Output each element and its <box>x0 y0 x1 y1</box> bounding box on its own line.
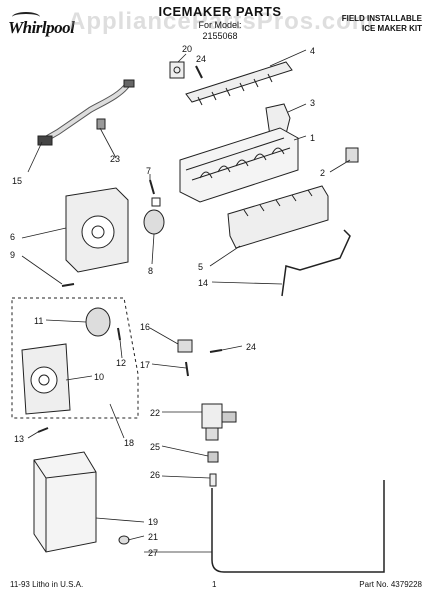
part-screw-7 <box>149 179 155 195</box>
model-label: For Model: <box>198 20 242 30</box>
callout-5: 5 <box>198 262 203 272</box>
callout-6: 6 <box>10 232 15 242</box>
part-motor <box>143 197 165 235</box>
part-screw-24b <box>209 349 223 353</box>
callout-17: 17 <box>140 360 150 370</box>
part-clip <box>96 118 106 130</box>
footer-litho: 11-93 Litho in U.S.A. <box>10 580 84 589</box>
callout-7: 7 <box>146 166 151 176</box>
callout-8: 8 <box>148 266 153 276</box>
part-fill-cup <box>227 185 329 249</box>
callout-4: 4 <box>310 46 315 56</box>
watermark: AppliancePartsPros.com <box>68 8 375 35</box>
callout-13: 13 <box>14 434 24 444</box>
part-nut <box>207 451 219 463</box>
part-screw-12 <box>117 327 121 341</box>
footer-part-number: Part No. 4379228 <box>359 580 422 589</box>
part-screw-13 <box>37 427 49 433</box>
part-motor-11 <box>85 307 111 337</box>
callout-3: 3 <box>310 98 315 108</box>
callout-16: 16 <box>140 322 150 332</box>
part-screw-top <box>195 65 203 79</box>
leader-lines <box>21 49 351 553</box>
callout-14: 14 <box>198 278 208 288</box>
part-bracket <box>169 61 185 79</box>
callout-15: 15 <box>12 176 22 186</box>
kit-note: FIELD INSTALLABLE ICE MAKER KIT <box>342 14 422 34</box>
callout-18: 18 <box>124 438 134 448</box>
part-assembly-box <box>11 297 139 419</box>
callout-24-mid: 24 <box>246 342 256 352</box>
part-shutoff-arm <box>281 229 351 297</box>
callout-23: 23 <box>110 154 120 164</box>
callout-26: 26 <box>150 470 160 480</box>
part-module-housing <box>65 187 129 273</box>
callout-10: 10 <box>94 372 104 382</box>
brand-logo: Whirlpool <box>8 18 75 37</box>
part-stripper <box>185 61 293 106</box>
callout-2: 2 <box>320 168 325 178</box>
footer-page-number: 1 <box>212 580 217 589</box>
part-water-tube <box>211 480 385 573</box>
part-screw-21 <box>118 535 130 545</box>
kit-note-line1: FIELD INSTALLABLE <box>341 14 422 23</box>
part-sleeve <box>209 473 217 487</box>
callout-21: 21 <box>148 532 158 542</box>
callout-1: 1 <box>310 133 315 143</box>
kit-note-line2: ICE MAKER KIT <box>362 24 422 33</box>
callout-20: 20 <box>182 44 192 54</box>
callout-9: 9 <box>10 250 15 260</box>
callout-24-top: 24 <box>196 54 206 64</box>
page-header: Whirlpool AppliancePartsPros.com ICEMAKE… <box>0 0 432 44</box>
part-wire-harness <box>37 79 135 146</box>
part-bracket-16 <box>177 339 193 353</box>
callout-27: 27 <box>148 548 158 558</box>
callout-25: 25 <box>150 442 160 452</box>
part-ice-mold <box>179 127 299 203</box>
part-module-housing-lower <box>21 343 71 415</box>
model-number: 2155068 <box>202 31 238 41</box>
callout-22: 22 <box>150 408 160 418</box>
callout-12: 12 <box>116 358 126 368</box>
callout-11: 11 <box>34 316 43 326</box>
callout-labels: 1 2 3 4 5 6 7 8 9 10 11 12 13 14 15 16 1… <box>10 44 325 558</box>
part-screw-17 <box>185 361 189 377</box>
part-end-clip <box>345 147 359 163</box>
brand-logo-swoosh <box>12 12 40 22</box>
callout-19: 19 <box>148 517 158 527</box>
page-title: ICEMAKER PARTS <box>158 4 282 19</box>
part-cover <box>33 451 97 553</box>
part-water-valve <box>201 403 237 441</box>
part-screw-9 <box>61 283 75 287</box>
